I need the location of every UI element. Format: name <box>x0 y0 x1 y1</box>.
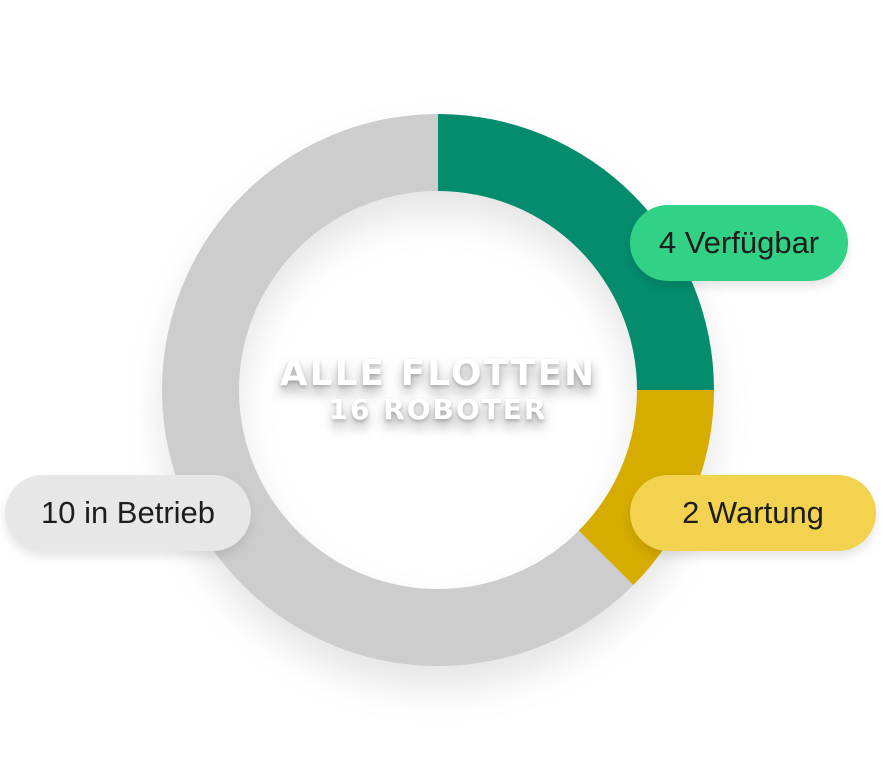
center-title: Alle Flotten <box>279 353 597 394</box>
legend-pill-inuse: 10 in Betrieb <box>5 475 251 551</box>
donut-slice-inuse <box>162 114 634 667</box>
legend-pill-maintenance: 2 Wartung <box>630 475 876 551</box>
legend-label-maintenance: 2 Wartung <box>682 495 824 530</box>
donut-slice-available <box>438 114 714 390</box>
legend-label-inuse: 10 in Betrieb <box>40 495 216 530</box>
legend-label-available: 4 Verfügbar <box>658 225 820 260</box>
legend-pill-available: 4 Verfügbar <box>630 205 848 281</box>
center-subtitle: 16 Roboter <box>328 392 548 426</box>
donut-center-label: Alle Flotten 16 Roboter <box>238 355 638 424</box>
